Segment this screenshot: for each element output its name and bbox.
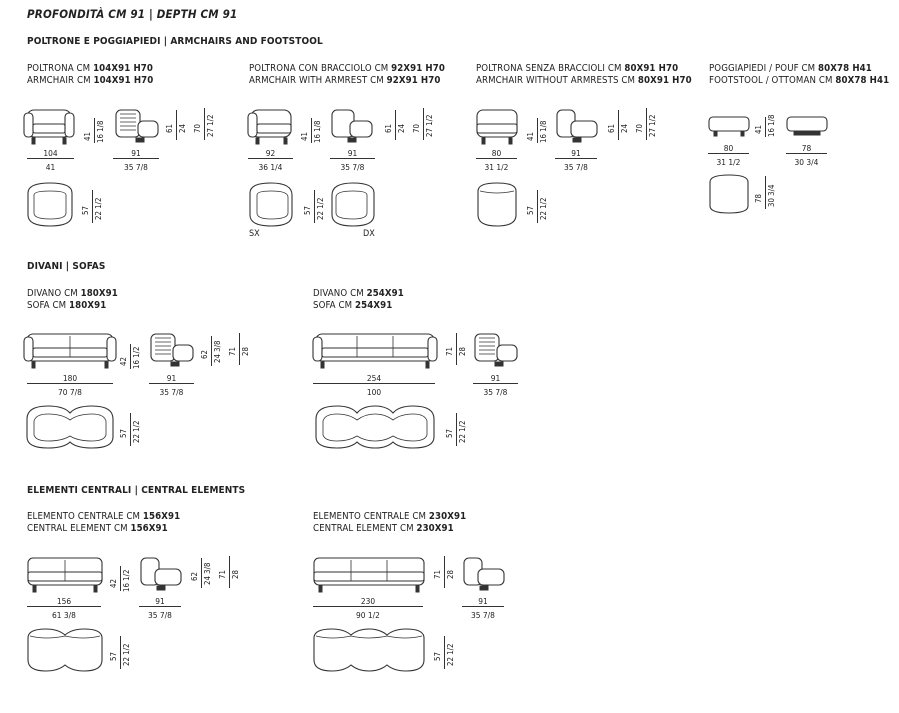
armchair-side-drawing [115,109,159,143]
armchair-noarm-label: POLTRONA SENZA BRACCIOLI CM 80X91 H70 AR… [476,63,692,86]
sofa180-label: DIVANO CM 180X91 SOFA CM 180X91 [27,288,118,311]
sofa254-top-drawing [315,405,435,449]
armchair-label: POLTRONA CM 104X91 H70 ARMCHAIR CM 104X9… [27,63,154,86]
footstool-side-drawing [786,116,828,136]
sofa254-label: DIVANO CM 254X91 SOFA CM 254X91 [313,288,404,311]
section-title-sofas: DIVANI | SOFAS [27,261,106,272]
footstool-label: POGGIAPIEDI / POUF CM 80X78 H41 FOOTSTOO… [709,63,890,86]
armchair-armrest-front-drawing [247,109,292,145]
sofa254-side-drawing [474,333,518,367]
dx-label: DX [363,229,375,239]
central230-label: ELEMENTO CENTRALE CM 230X91 CENTRAL ELEM… [313,511,467,534]
central156-top-drawing [27,628,103,672]
footstool-top-drawing [709,174,749,214]
central230-front-drawing [313,557,425,593]
central230-top-drawing [313,628,425,672]
sx-label: SX [249,229,260,239]
section-title-central: ELEMENTI CENTRALI | CENTRAL ELEMENTS [27,485,246,496]
central156-front-drawing [27,557,103,593]
armchair-armrest-side-drawing [331,109,373,143]
armchair-noarm-front-drawing [476,109,518,145]
sofa180-top-drawing [26,405,114,449]
central156-side-drawing [140,557,182,591]
central156-label: ELEMENTO CENTRALE CM 156X91 CENTRAL ELEM… [27,511,181,534]
section-title-armchairs: POLTRONE E POGGIAPIEDI | ARMCHAIRS AND F… [27,36,323,47]
armchair-armrest-label: POLTRONA CON BRACCIOLO CM 92X91 H70 ARMC… [249,63,445,86]
armchair-front-drawing [23,109,75,145]
sofa180-side-drawing [150,333,194,367]
armchair-noarm-top-drawing [477,182,517,227]
footstool-front-drawing [708,116,750,137]
page-title: PROFONDITÀ CM 91 | DEPTH CM 91 [27,7,238,21]
armchair-armrest-top-sx-drawing [249,182,293,227]
armchair-top-drawing [27,182,73,227]
sofa254-front-drawing [312,333,438,369]
armchair-armrest-top-dx-drawing [331,182,375,227]
sofa180-front-drawing [23,333,117,369]
armchair-noarm-side-drawing [556,109,598,143]
central230-side-drawing [463,557,505,591]
